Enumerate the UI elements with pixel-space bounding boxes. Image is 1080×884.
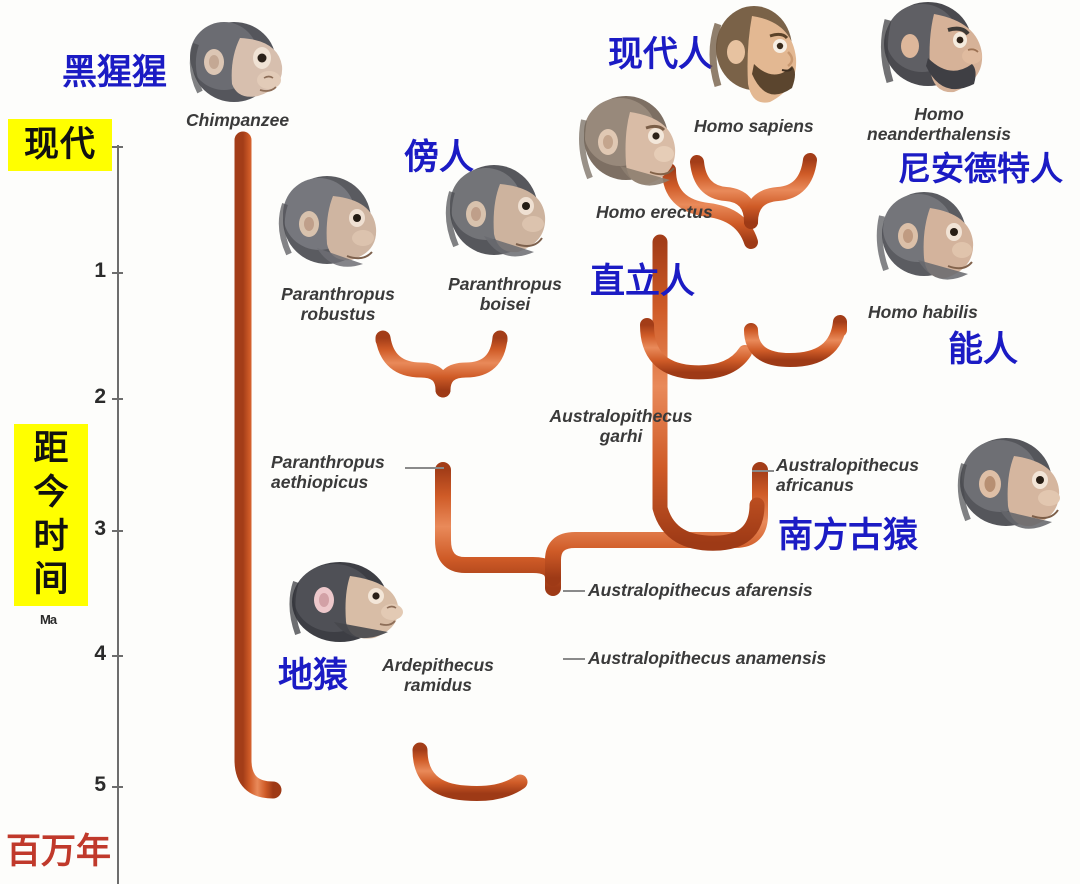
chimpanzee-head-illustration xyxy=(186,14,304,112)
species-line: ramidus xyxy=(403,675,473,696)
species-label-paranthropus-robustus: Paranthropus robustus xyxy=(263,284,413,324)
leader-line-anamensis xyxy=(563,658,585,660)
leader-line-afarensis xyxy=(563,590,585,592)
species-label-homo-sapiens: Homo sapiens xyxy=(694,116,814,136)
species-line: Chimpanzee xyxy=(186,110,290,130)
species-line: Homo xyxy=(914,104,964,124)
species-line: Homo sapiens xyxy=(694,116,814,136)
species-line: garhi xyxy=(599,426,643,447)
paranthropus-robustus-head-illustration xyxy=(277,170,393,278)
species-line: Paranthropus xyxy=(281,284,395,304)
time-char-1: 今 xyxy=(33,472,69,513)
highlight-time-before-present: 距 今 时 间 xyxy=(14,424,88,606)
species-line: Australopithecus xyxy=(549,406,693,426)
species-line: Ardepithecus xyxy=(382,655,494,675)
cn-label-modern-human: 现代人 xyxy=(608,35,714,75)
species-label-homo-habilis: Homo habilis xyxy=(868,302,978,322)
axis-tick-4 xyxy=(112,655,123,657)
species-line: Paranthropus xyxy=(448,274,562,294)
axis-tick-label-3: 3 xyxy=(94,517,106,540)
species-line: Australopithecus anamensis xyxy=(588,648,827,668)
axis-tick-5 xyxy=(112,786,123,788)
species-line: africanus xyxy=(776,475,854,496)
species-label-australopithecus-africanus: Australopithecus africanus xyxy=(776,455,919,495)
axis-unit-ma: Ma xyxy=(40,612,57,627)
species-line: boisei xyxy=(479,294,531,315)
axis-tick-label-2: 2 xyxy=(94,385,106,408)
axis-tick-2 xyxy=(112,398,123,400)
australopithecus-africanus-head-illustration xyxy=(956,432,1074,542)
species-label-ardepithecus-ramidus: Ardepithecus ramidus xyxy=(368,655,508,695)
axis-tick-1 xyxy=(112,272,123,274)
cn-label-homo-habilis: 能人 xyxy=(948,330,1019,370)
leader-line-africanus xyxy=(752,470,774,472)
axis-tick-label-5: 5 xyxy=(94,773,106,796)
species-label-chimpanzee: Chimpanzee xyxy=(186,110,289,130)
time-axis-line xyxy=(117,145,119,884)
highlight-present-day: 现代 xyxy=(8,119,112,171)
axis-tick-3 xyxy=(112,530,123,532)
homo-sapiens-head-illustration xyxy=(708,2,812,114)
species-line: Homo habilis xyxy=(868,302,978,322)
axis-unit-million-years: 百万年 xyxy=(6,832,112,872)
axis-tick-label-1: 1 xyxy=(94,259,106,282)
leader-line-aethiopicus xyxy=(405,467,444,469)
species-line: neanderthalensis xyxy=(867,124,1011,145)
cn-label-homo-erectus: 直立人 xyxy=(590,262,696,302)
ardepithecus-ramidus-head-illustration xyxy=(288,556,416,652)
cn-label-neanderthal: 尼安德特人 xyxy=(898,149,1063,188)
homo-erectus-head-illustration xyxy=(578,92,690,200)
species-label-australopithecus-garhi: Australopithecus garhi xyxy=(532,406,710,446)
cn-label-paranthropus: 傍人 xyxy=(404,138,475,178)
species-line: Paranthropus xyxy=(271,452,385,472)
species-label-paranthropus-boisei: Paranthropus boisei xyxy=(434,274,576,314)
species-line: Australopithecus xyxy=(776,455,919,475)
species-label-paranthropus-aethiopicus: Paranthropus aethiopicus xyxy=(271,452,385,492)
species-label-homo-erectus: Homo erectus xyxy=(596,202,713,222)
species-line: Australopithecus afarensis xyxy=(588,580,813,600)
species-label-australopithecus-anamensis: Australopithecus anamensis xyxy=(588,648,826,668)
cn-label-chimpanzee: 黑猩猩 xyxy=(62,53,168,93)
time-char-3: 间 xyxy=(33,560,69,601)
time-char-0: 距 xyxy=(33,429,69,469)
homo-neanderthalensis-head-illustration xyxy=(880,0,996,104)
paranthropus-boisei-head-illustration xyxy=(444,160,560,270)
time-char-2: 时 xyxy=(33,516,69,557)
species-line: aethiopicus xyxy=(271,472,369,493)
species-label-australopithecus-afarensis: Australopithecus afarensis xyxy=(588,580,813,600)
species-line: robustus xyxy=(300,304,376,325)
cn-label-ardipithecus: 地猿 xyxy=(278,656,349,696)
axis-tick-label-4: 4 xyxy=(94,642,106,665)
species-line: Homo erectus xyxy=(596,202,713,222)
axis-tick-top xyxy=(112,146,123,148)
cn-label-australopithecus: 南方古猿 xyxy=(778,516,919,556)
species-label-homo-neanderthalensis: Homo neanderthalensis xyxy=(836,104,1042,144)
homo-habilis-head-illustration xyxy=(876,186,988,294)
